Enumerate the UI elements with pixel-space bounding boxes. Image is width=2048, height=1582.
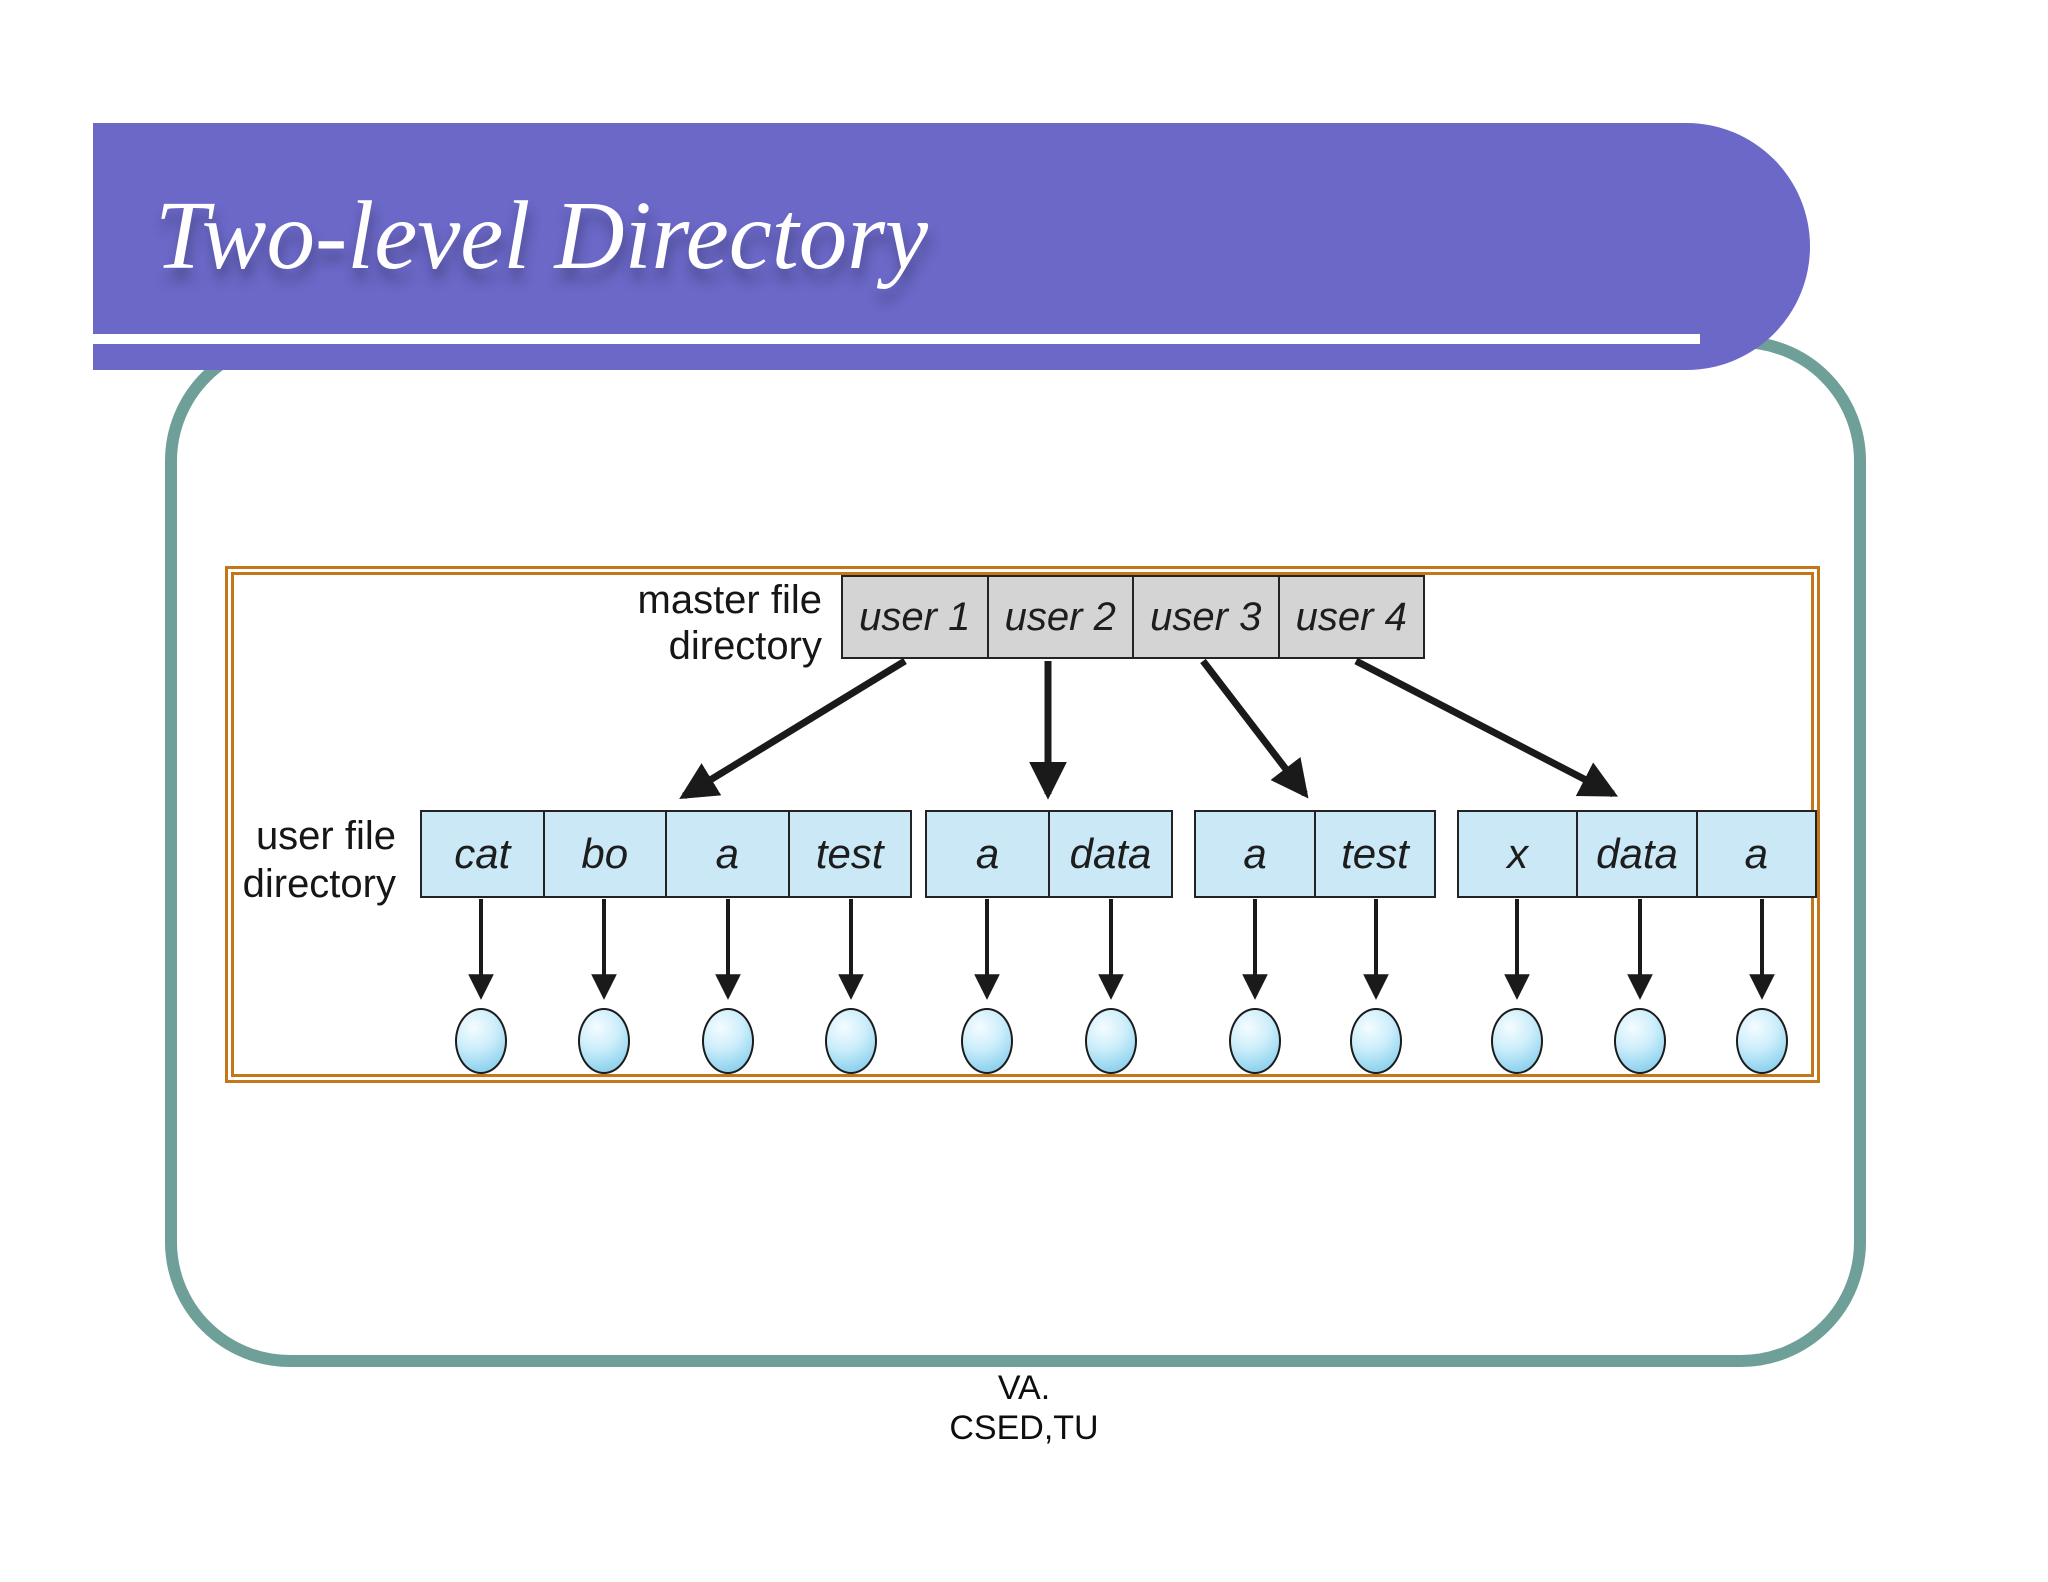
master-cell-user1: user 1: [859, 594, 971, 639]
user-file-cell: a: [1243, 830, 1267, 877]
file-circle: [1491, 1008, 1543, 1074]
footer-line2: CSED,TU: [949, 1409, 1099, 1447]
footer-line1: VA.: [997, 1369, 1051, 1407]
file-circle: [1736, 1008, 1788, 1074]
file-circle: [702, 1008, 754, 1074]
master-label-line2: directory: [668, 624, 822, 668]
user-file-directory-label: user file directory: [150, 812, 396, 908]
slide-title: Two-level Directory: [155, 182, 929, 289]
master-file-directory-label: master file directory: [500, 577, 823, 669]
master-file-directory-row: user 1 user 2 user 3 user 4: [841, 575, 1425, 659]
user-file-cell: data: [1576, 812, 1695, 896]
file-circle: [825, 1008, 877, 1074]
file-circle: [1085, 1008, 1137, 1074]
master-cell-user3: user 3: [1132, 577, 1278, 657]
user-file-cell: a: [975, 830, 1000, 877]
user-file-cell: test: [1314, 812, 1434, 896]
user-directory-group-3: a test: [1194, 810, 1436, 898]
master-cell-user4: user 4: [1277, 577, 1424, 657]
user-file-cell: a: [665, 812, 788, 896]
file-circle: [578, 1008, 630, 1074]
title-banner: Two-level Directory: [93, 123, 1810, 370]
slide-footer: VA. CSED,TU: [0, 1368, 2048, 1448]
master-label-line1: master file: [637, 578, 823, 622]
user-directory-group-4: x data a: [1457, 810, 1817, 898]
user-file-cell: bo: [542, 812, 666, 896]
file-circle: [1350, 1008, 1402, 1074]
master-cell-user2: user 2: [986, 577, 1133, 657]
user-file-cell: x: [1507, 830, 1529, 877]
user-label-line2: directory: [242, 862, 396, 906]
title-underline: [93, 334, 1700, 344]
file-circle: [961, 1008, 1013, 1074]
user-label-line1: user file: [255, 814, 396, 858]
user-file-cell: a: [1695, 812, 1815, 896]
user-directory-group-2: a data: [925, 810, 1173, 898]
user-file-cell: test: [787, 812, 911, 896]
file-circle: [1229, 1008, 1281, 1074]
file-circle: [1614, 1008, 1666, 1074]
user-directory-group-1: cat bo a test: [420, 810, 912, 898]
user-file-cell: cat: [454, 830, 511, 877]
file-circle: [455, 1008, 507, 1074]
user-file-cell: data: [1048, 812, 1171, 896]
